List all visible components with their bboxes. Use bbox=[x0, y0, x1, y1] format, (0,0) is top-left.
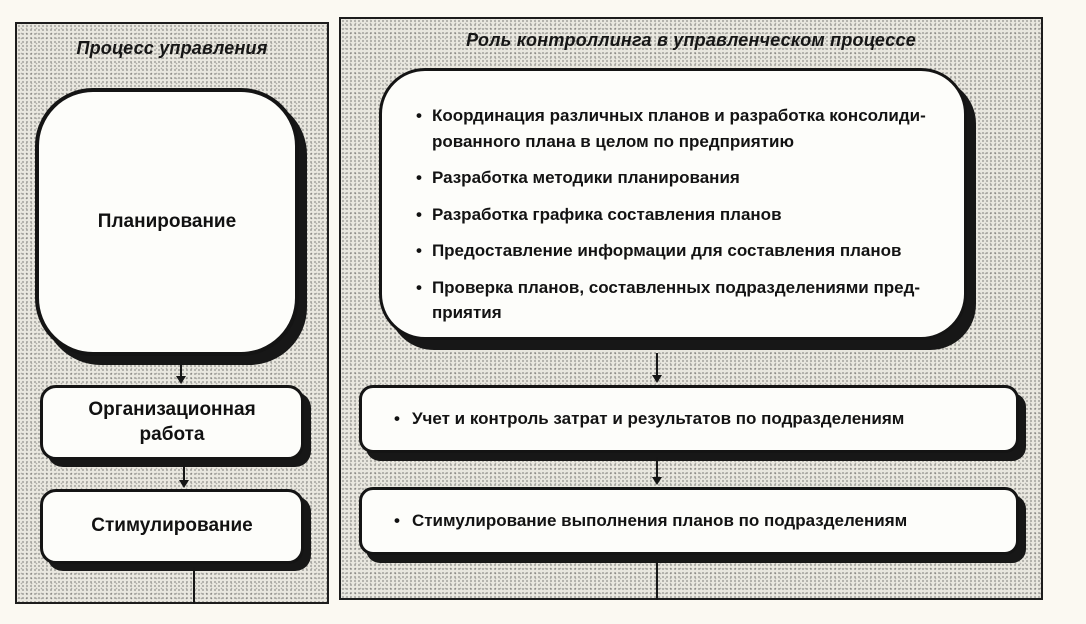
connector-line-left-bottom bbox=[193, 567, 195, 604]
list-item: • Разработка методики планирования bbox=[416, 165, 938, 191]
bullet-icon: • bbox=[416, 241, 422, 260]
arrow-accounting-to-stimulation bbox=[651, 457, 663, 485]
accounting-control-box: • Учет и контроль затрат и результатов п… bbox=[359, 385, 1019, 453]
bullet-icon: • bbox=[394, 511, 400, 531]
connector-line-right-bottom bbox=[656, 559, 658, 600]
list-item: • Координация различных планов и разрабо… bbox=[416, 103, 938, 154]
accounting-box-text: Учет и контроль затрат и результатов по … bbox=[411, 409, 905, 429]
arrow-shaft bbox=[656, 353, 658, 375]
bullet-text: Разработка графика составления планов bbox=[431, 204, 782, 224]
arrow-head-icon bbox=[652, 477, 662, 485]
bullet-icon: • bbox=[394, 409, 400, 429]
stimulation-plans-box: • Стимулирование выполнения планов по по… bbox=[359, 487, 1019, 555]
list-item: • Разработка графика составления планов bbox=[416, 202, 938, 228]
arrow-head-icon bbox=[176, 376, 186, 384]
list-item: • Предоставление информации для составле… bbox=[416, 238, 938, 264]
bullet-icon: • bbox=[416, 277, 422, 297]
controlling-role-panel: Роль контроллинга в управленческом проце… bbox=[339, 17, 1043, 600]
arrow-planning-to-accounting bbox=[651, 353, 663, 383]
arrow-head-icon bbox=[179, 480, 189, 488]
planning-functions-box: • Координация различных планов и разрабо… bbox=[379, 68, 967, 340]
planning-node: Планирование bbox=[35, 88, 299, 356]
bullet-text: Проверка планов, составленных подразделе… bbox=[431, 277, 921, 323]
bullet-text: Разработка методики планирования bbox=[431, 168, 740, 187]
bullet-text: Координация различных планов и разработк… bbox=[431, 106, 926, 151]
management-process-panel: Процесс управления Планирование Организа… bbox=[15, 22, 329, 604]
stimulation-node: Стимулирование bbox=[40, 489, 304, 564]
list-item: • Проверка планов, составленных подразде… bbox=[416, 275, 938, 326]
bullet-icon: • bbox=[416, 168, 422, 187]
right-panel-title: Роль контроллинга в управленческом проце… bbox=[466, 30, 916, 50]
arrow-shaft bbox=[656, 457, 658, 477]
arrow-shaft bbox=[183, 464, 185, 480]
arrow-organization-to-stimulation bbox=[178, 464, 190, 488]
stimulation-box-text: Стимулирование выполнения планов по подр… bbox=[411, 511, 908, 531]
arrow-planning-to-organization bbox=[175, 362, 187, 384]
organization-node-label: Организационная работа bbox=[88, 398, 256, 445]
planning-node-label: Планирование bbox=[97, 211, 237, 232]
arrow-shaft bbox=[180, 362, 182, 376]
arrow-head-icon bbox=[652, 375, 662, 383]
bullet-icon: • bbox=[416, 106, 422, 125]
bullet-icon: • bbox=[416, 204, 422, 224]
bullet-text: Предоставление информации для составлени… bbox=[431, 241, 902, 260]
organization-node: Организационная работа bbox=[40, 385, 304, 460]
stimulation-node-label: Стимулирование bbox=[91, 515, 253, 537]
left-panel-title: Процесс управления bbox=[76, 38, 268, 58]
